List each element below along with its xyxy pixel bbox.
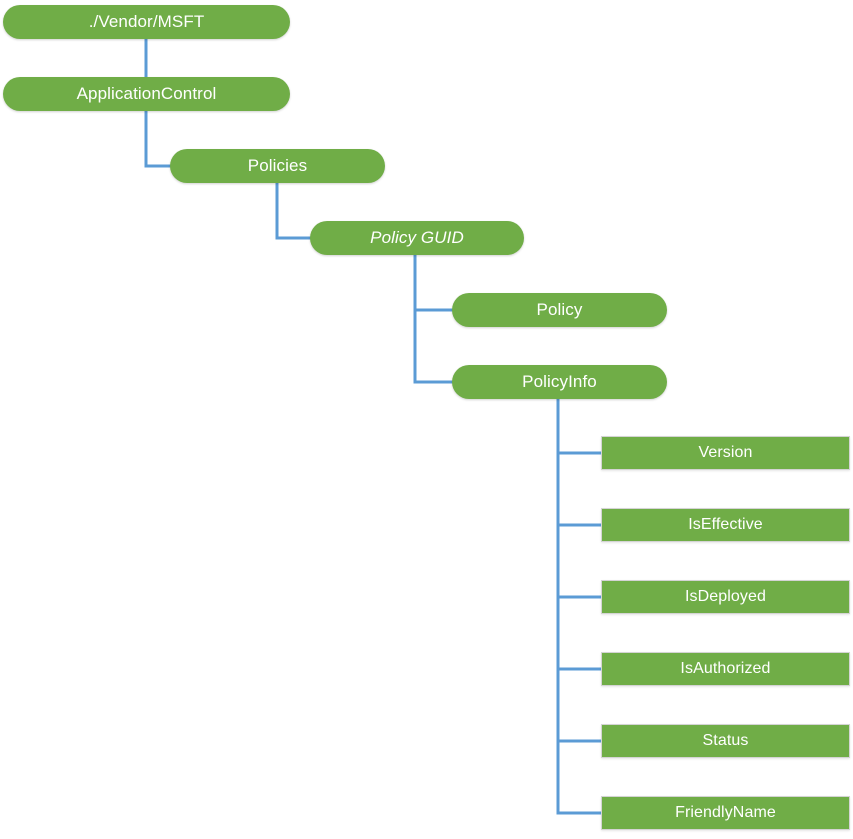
tree-node-label-is-authorized: IsAuthorized [680,660,771,678]
connector-policyguid-to-policy [413,253,454,312]
tree-node-label-vendor-msft: ./Vendor/MSFT [88,11,205,31]
tree-node-label-policies: Policies [247,155,308,175]
tree-node-label-is-effective: IsEffective [688,516,763,534]
connector-policies-to-policyguid [275,181,312,240]
tree-node-label-policy-info: PolicyInfo [522,371,597,391]
connector-policyinfo-to-status [556,397,603,743]
connector-policyguid-to-policyinfo [413,253,454,384]
tree-node-policies[interactable]: Policies [170,149,385,183]
connector-policyinfo-to-iseffective [556,397,603,527]
tree-node-label-policy-guid: Policy GUID [370,227,464,247]
tree-node-label-status: Status [702,732,749,750]
tree-node-status[interactable]: Status [601,724,850,758]
tree-node-version[interactable]: Version [601,436,850,470]
tree-node-is-effective[interactable]: IsEffective [601,508,850,542]
connector-policyinfo-to-friendlyname [556,397,603,815]
tree-node-label-friendly-name: FriendlyName [675,804,776,822]
tree-node-vendor-msft[interactable]: ./Vendor/MSFT [3,5,290,39]
tree-node-label-is-deployed: IsDeployed [684,588,767,606]
tree-node-friendly-name[interactable]: FriendlyName [601,796,850,830]
tree-node-application-control[interactable]: ApplicationControl [3,77,290,111]
tree-node-label-policy: Policy [536,299,583,319]
tree-node-is-deployed[interactable]: IsDeployed [601,580,850,614]
connector-policyinfo-to-version [556,397,603,455]
connector-appcontrol-to-policies [144,109,172,168]
tree-node-is-authorized[interactable]: IsAuthorized [601,652,850,686]
tree-node-label-version: Version [698,444,753,462]
tree-node-label-application-control: ApplicationControl [76,83,217,103]
tree-node-policy-guid[interactable]: Policy GUID [310,221,524,255]
tree-node-policy-info[interactable]: PolicyInfo [452,365,667,399]
connector-policyinfo-to-isauthorized [556,397,603,671]
connector-policyinfo-to-isdeployed [556,397,603,599]
tree-node-policy[interactable]: Policy [452,293,667,327]
